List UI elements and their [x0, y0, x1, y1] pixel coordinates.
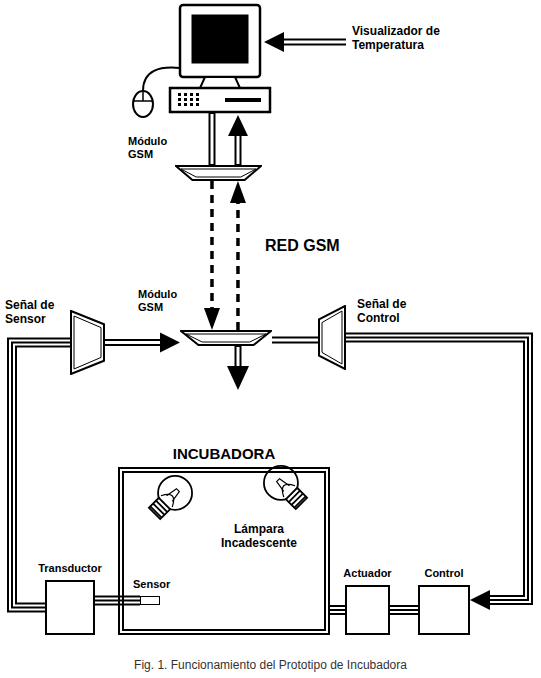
connector-line: [390, 605, 418, 615]
trapezoid-outline: [175, 165, 262, 181]
node-heading: Transductor: [38, 562, 102, 575]
connector-line: [346, 338, 528, 601]
trapezoid-outline: [318, 305, 346, 370]
node-heading: Señal de Sensor: [5, 298, 65, 327]
arrowhead: [160, 333, 180, 353]
display-arrow: [264, 32, 348, 52]
connector-line: [330, 605, 345, 615]
connector-line: [330, 607, 345, 613]
trapezoid-inner: [186, 334, 266, 342]
connector: [390, 610, 418, 611]
block-box: Actuador: [345, 585, 390, 635]
node-heading: Módulo GSM: [128, 135, 174, 161]
connector-line: [105, 339, 162, 346]
connector-line: [346, 338, 528, 601]
arrowhead: [204, 308, 220, 330]
node-heading: INCUBADORA: [173, 445, 276, 463]
trapezoid-outer: [71, 311, 104, 374]
node-heading: Control: [424, 567, 463, 580]
trapezoid-outline: [70, 310, 105, 375]
connector-line: [105, 341, 162, 344]
block-box: Control: [418, 585, 470, 635]
lamp-illustration: [143, 469, 200, 526]
figure-caption: Fig. 1. Funcionamiento del Prototipo de …: [0, 658, 541, 672]
connector-line: [346, 338, 528, 601]
trapezoid-outer: [319, 306, 345, 369]
pc-module-link: [212, 113, 248, 165]
trapezoid-outer: [181, 331, 271, 345]
connector-line: [236, 201, 240, 330]
module-trapezoid: Módulo GSM: [175, 165, 262, 181]
trapezoid-inner: [181, 169, 256, 177]
connector-line: [210, 181, 214, 310]
module-down-arrow: [227, 346, 249, 390]
trapezoid-outer: [176, 166, 261, 180]
node-heading: Sensor: [133, 578, 170, 591]
display-label: Visualizador de Temperatura: [352, 24, 464, 53]
connector: [105, 333, 180, 353]
block-box: Sensor: [140, 596, 160, 605]
connector-line: [330, 609, 345, 611]
connector: [230, 181, 246, 330]
arrowhead: [230, 181, 246, 203]
connector-line: [390, 609, 418, 611]
incubator-housing: INCUBADORASensor: [118, 467, 330, 635]
connector: [272, 339, 318, 340]
lamp-label: Lámpara Incadescente: [214, 522, 304, 551]
network-label: RED GSM: [265, 236, 340, 255]
trapezoid-inner: [74, 316, 101, 369]
connector-line: [272, 336, 318, 343]
connector: [204, 181, 220, 330]
module-trapezoid: Señal de Control: [318, 305, 346, 370]
computer-illustration: [133, 5, 270, 117]
connector-line: [390, 607, 418, 613]
trapezoid-inner: [322, 311, 342, 364]
node-heading: Módulo GSM: [138, 288, 184, 314]
arrowhead: [470, 590, 490, 610]
node-heading: Señal de Control: [357, 297, 419, 326]
module-trapezoid: Señal de Sensor: [70, 310, 105, 375]
module-trapezoid: Módulo GSM: [180, 330, 272, 346]
connector-line: [272, 338, 318, 341]
connector: [330, 610, 345, 611]
trapezoid-outline: [180, 330, 272, 346]
block-box: Transductor: [45, 580, 95, 635]
node-heading: Actuador: [343, 567, 391, 580]
